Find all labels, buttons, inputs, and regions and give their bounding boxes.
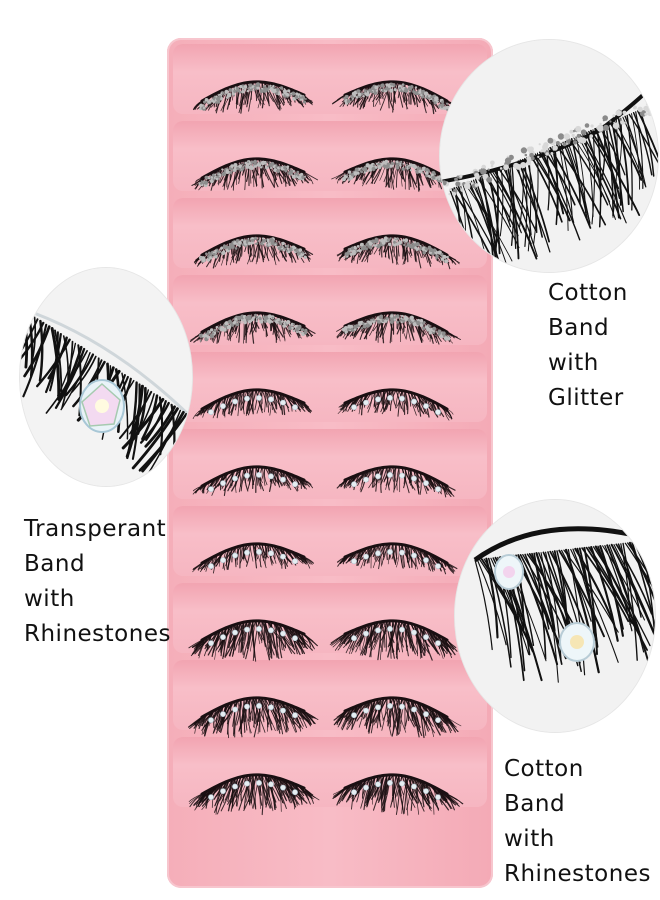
label-line: Rhinestones — [24, 621, 171, 647]
lash-strip — [332, 773, 464, 816]
lash-strip — [337, 388, 454, 421]
label-line: Cotton — [548, 280, 628, 306]
lash-strip — [336, 234, 460, 270]
label-line: Transperant — [24, 516, 167, 542]
label-line: Rhinestones — [504, 861, 651, 887]
lash-strip — [331, 157, 461, 192]
lash-strip — [192, 388, 313, 419]
label-transparent-band-rhinestones: Transperant Band with Rhinestones — [24, 512, 171, 652]
lash-strip — [189, 311, 316, 344]
label-line: with — [24, 586, 75, 612]
lash-strip — [336, 542, 458, 575]
lash-strip — [333, 696, 462, 739]
lash-strip — [329, 619, 458, 661]
label-cotton-band-rhinestones: Cotton Band with Rhinestones — [504, 752, 651, 892]
lash-strip — [187, 696, 319, 739]
label-line: Band — [548, 315, 610, 341]
lash-strip — [193, 234, 314, 269]
label-line: Cotton — [504, 756, 584, 782]
label-line: with — [548, 350, 599, 376]
lash-strip — [192, 80, 314, 114]
label-line: Band — [504, 791, 566, 817]
callout-transparent-band — [20, 268, 192, 486]
lash-strip — [192, 542, 314, 574]
lash-strip — [188, 773, 320, 816]
lash-strip — [191, 157, 319, 191]
lash-strip — [331, 80, 458, 115]
lash-strip — [192, 465, 314, 497]
label-cotton-band-glitter: Cotton Band with Glitter — [548, 276, 628, 416]
label-line: Glitter — [548, 385, 624, 411]
label-line: with — [504, 826, 555, 852]
lash-strip — [188, 619, 318, 662]
callout-cotton-rhinestones — [455, 500, 655, 732]
lash-strip — [336, 311, 461, 345]
callout-glitter-band — [440, 40, 658, 272]
label-line: Band — [24, 551, 86, 577]
lash-strip — [336, 465, 456, 498]
tray-slot — [173, 737, 487, 807]
